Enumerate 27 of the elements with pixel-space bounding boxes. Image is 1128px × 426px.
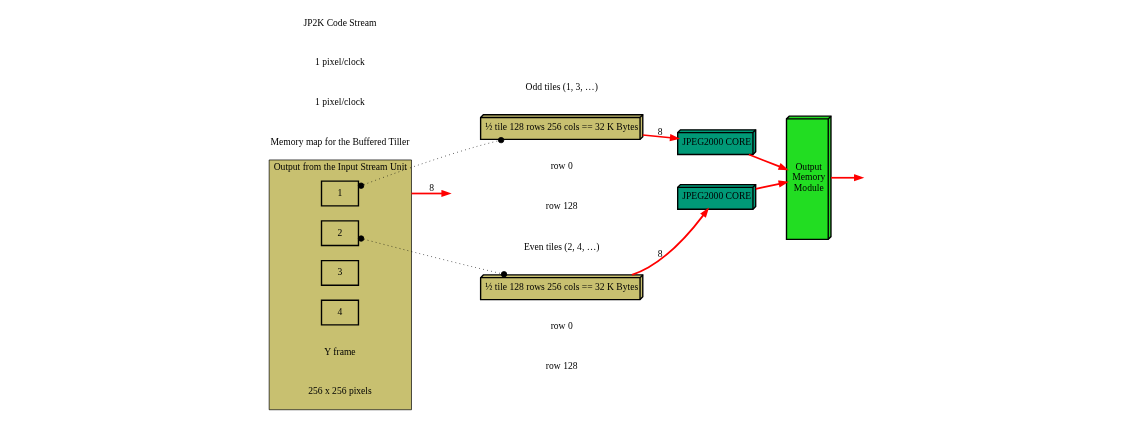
arrow	[641, 134, 681, 142]
label: 1 pixel/clock	[315, 96, 365, 108]
arrow	[754, 180, 789, 190]
arrow	[830, 174, 865, 182]
node-label: row 0	[550, 160, 573, 172]
edge-label: 8	[657, 247, 663, 259]
node-box: 4	[320, 299, 360, 326]
label: Memory map for the Buffered Tiller	[270, 135, 410, 147]
connector	[357, 235, 508, 278]
node-label: Odd tiles (1, 3, …)	[525, 80, 598, 92]
node-label: row 128	[545, 200, 578, 212]
arrow	[631, 207, 710, 276]
edge-label: 8	[657, 125, 663, 137]
arrow	[410, 189, 452, 198]
node-label: row 0	[550, 320, 573, 332]
arrow	[748, 153, 789, 171]
node-box: 3	[320, 259, 360, 286]
label: JP2K Code Stream	[303, 16, 377, 28]
node-box: 2	[320, 220, 360, 247]
node-label: row 128	[545, 360, 578, 372]
node-label: 256 x 256 pixels	[308, 385, 372, 397]
node-label: Even tiles (2, 4, …)	[523, 241, 600, 253]
node-label: Y frame	[324, 345, 356, 357]
edge-label: 8	[429, 181, 435, 193]
connector	[357, 136, 505, 189]
label: 1 pixel/clock	[315, 56, 365, 68]
node-box: 1	[320, 180, 360, 207]
